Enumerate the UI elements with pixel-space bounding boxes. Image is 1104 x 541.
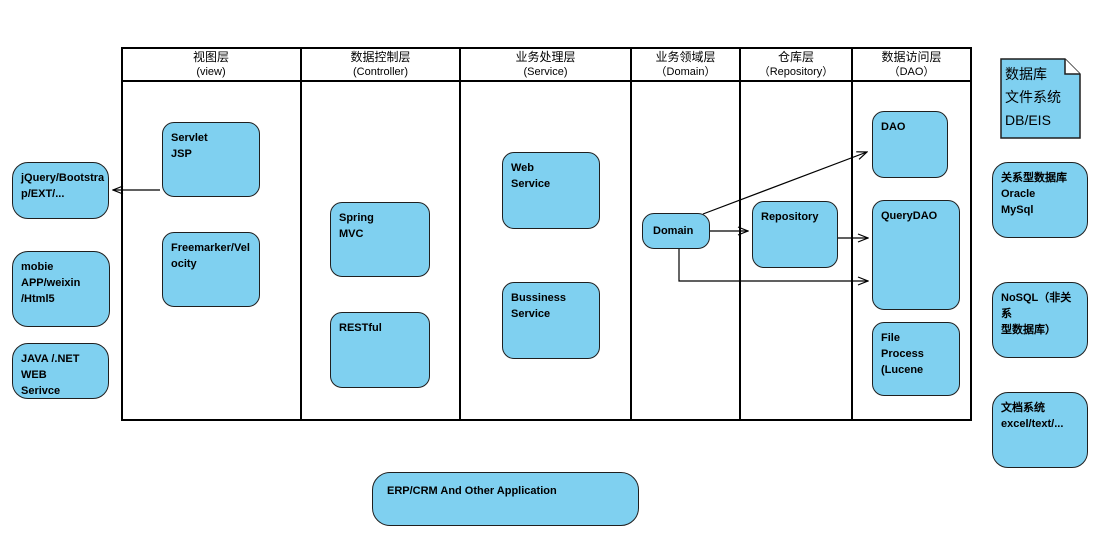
node-jquery-bootstrap: jQuery/Bootstra p/EXT/... bbox=[12, 162, 109, 219]
layer-header-controller: 数据控制层 (Controller) bbox=[301, 48, 460, 81]
node-mobile-app: mobie APP/weixin /Html5 bbox=[12, 251, 110, 327]
layer-subtitle: （Domain） bbox=[655, 65, 716, 78]
layer-title: 业务领域层 bbox=[655, 49, 716, 64]
arrow-domain-to-dao bbox=[702, 152, 867, 215]
arrow-domain-to-querydao bbox=[678, 248, 868, 281]
node-repository: Repository bbox=[752, 201, 838, 268]
layer-title: 业务处理层 bbox=[515, 49, 576, 64]
node-restful: RESTful bbox=[330, 312, 430, 388]
layer-subtitle: （Repository） bbox=[758, 65, 834, 78]
layer-subtitle: (Controller) bbox=[352, 65, 408, 78]
layer-header-domain: 业务领域层 （Domain） bbox=[631, 48, 740, 81]
layer-title: 数据控制层 bbox=[350, 49, 411, 64]
node-freemarker-velocity: Freemarker/Vel ocity bbox=[162, 232, 260, 307]
node-erp-crm-applications: ERP/CRM And Other Application bbox=[372, 472, 639, 526]
layer-title: 视图层 bbox=[192, 49, 229, 64]
node-spring-mvc: Spring MVC bbox=[330, 202, 430, 277]
layer-subtitle: (Service) bbox=[523, 65, 568, 78]
note-shape bbox=[1000, 58, 1081, 139]
node-domain: Domain bbox=[642, 213, 710, 249]
layer-subtitle: （DAO） bbox=[888, 65, 935, 78]
node-bussiness-service: Bussiness Service bbox=[502, 282, 600, 359]
node-document-system: 文档系统 excel/text/... bbox=[992, 392, 1088, 468]
node-web-service: Web Service bbox=[502, 152, 600, 229]
node-querydao: QueryDAO bbox=[872, 200, 960, 310]
note-database-filesystem: 数据库 文件系统 DB/EIS bbox=[1005, 66, 1061, 128]
layer-header-view: 视图层 (view) bbox=[121, 48, 301, 81]
layer-header-service: 业务处理层 (Service) bbox=[460, 48, 631, 81]
layer-table-frame bbox=[121, 47, 972, 421]
layer-title: 数据访问层 bbox=[881, 49, 942, 64]
node-file-process-lucene: File Process (Lucene bbox=[872, 322, 960, 396]
layer-header-dao: 数据访问层 （DAO） bbox=[852, 48, 971, 81]
node-java-net-web-service: JAVA /.NET WEB Serivce bbox=[12, 343, 109, 399]
layer-header-repository: 仓库层 （Repository） bbox=[740, 48, 852, 81]
layer-subtitle: (view) bbox=[196, 65, 226, 78]
layer-title: 仓库层 bbox=[777, 49, 814, 64]
node-nosql-mongodb: NoSQL（非关系 型数据库） mongodb bbox=[992, 282, 1088, 358]
node-relational-db: 关系型数据库 Oracle MySql bbox=[992, 162, 1088, 238]
node-servlet-jsp: Servlet JSP bbox=[162, 122, 260, 197]
node-dao: DAO bbox=[872, 111, 948, 178]
